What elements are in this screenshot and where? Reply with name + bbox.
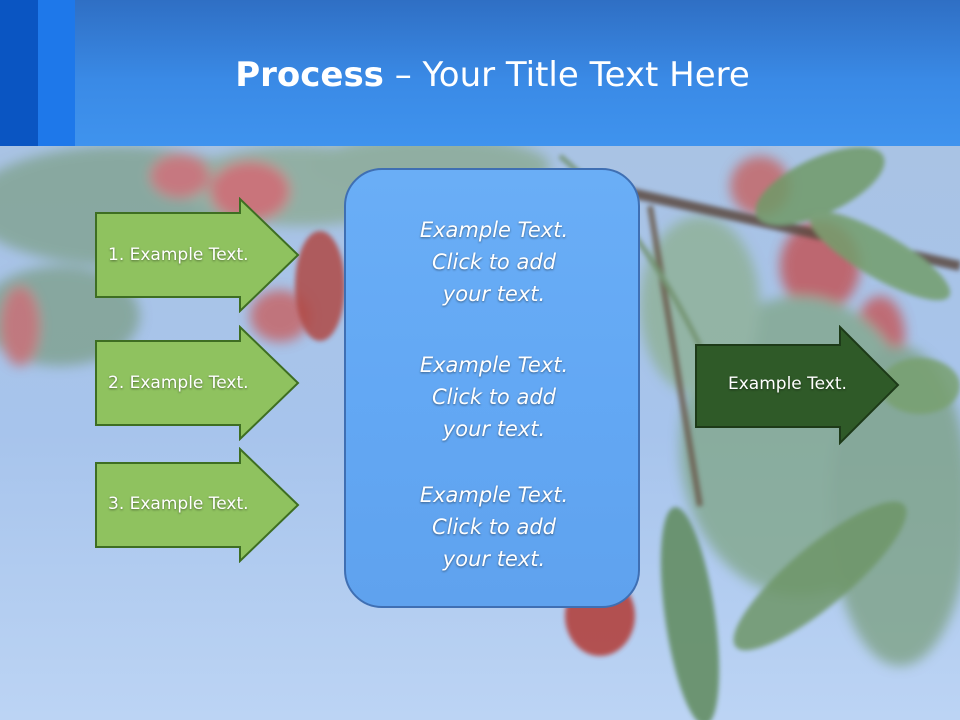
title-rest: – Your Title Text Here [383, 55, 750, 95]
panel-text-block-2: Example Text. Click to add your text. [346, 349, 642, 445]
input-arrow-2[interactable] [94, 325, 300, 441]
output-label: Example Text. [728, 374, 847, 394]
input-label-3: 3. Example Text. [108, 494, 249, 514]
input-arrow-3[interactable] [94, 447, 300, 563]
input-label-2: 2. Example Text. [108, 373, 249, 393]
panel-block-1-line-1: Example Text. [419, 218, 569, 242]
header-stripe-dark [0, 0, 38, 146]
panel-block-1-line-2: Click to add [431, 250, 556, 274]
panel-block-1-line-3: your text. [442, 282, 546, 306]
title-bar: Process – Your Title Text Here [0, 0, 960, 146]
header-stripe-light [38, 0, 75, 146]
panel-text-block-1: Example Text. Click to add your text. [346, 214, 642, 310]
output-arrow[interactable] [694, 325, 900, 445]
panel-block-3-line-3: your text. [442, 547, 546, 571]
panel-block-3-line-2: Click to add [431, 515, 556, 539]
slide-title[interactable]: Process – Your Title Text Here [0, 50, 960, 100]
panel-block-2-line-1: Example Text. [419, 353, 569, 377]
panel-block-3-line-1: Example Text. [419, 483, 569, 507]
title-bold: Process [235, 55, 384, 95]
panel-block-2-line-3: your text. [442, 417, 546, 441]
panel-block-2-line-2: Click to add [431, 385, 556, 409]
panel-text-block-3: Example Text. Click to add your text. [346, 479, 642, 575]
input-arrow-1[interactable] [94, 197, 300, 313]
center-panel[interactable]: Example Text. Click to add your text. Ex… [344, 168, 640, 608]
input-label-1: 1. Example Text. [108, 245, 249, 265]
